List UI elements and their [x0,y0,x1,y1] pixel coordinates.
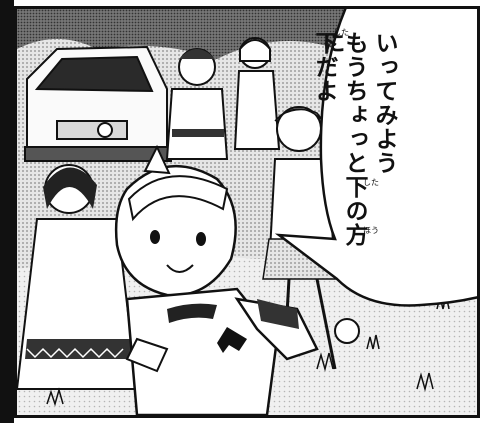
furigana-shita-2: した [363,178,379,187]
speech-bubble-text: 下だよ もうちょっと下の方に いってみよう した した ほう [289,28,399,251]
panel-gutter [0,0,14,423]
speech-line-3: いってみよう [371,31,397,175]
speech-bubble [274,9,477,307]
grass [46,294,450,407]
girl-left [17,164,139,390]
furigana-hou: ほう [363,226,379,235]
car [24,45,172,162]
speech-line-1: 下だよ [311,31,337,103]
boy-running [114,144,360,415]
man-background [165,48,229,160]
manga-panel: 下だよ もうちょっと下の方に いってみよう した した ほう [14,6,480,418]
speech-line-2: もうちょっと下の方に [318,31,367,247]
woman-background [233,37,281,150]
furigana-shita-1: した [333,28,349,37]
panel-artwork [17,9,477,415]
